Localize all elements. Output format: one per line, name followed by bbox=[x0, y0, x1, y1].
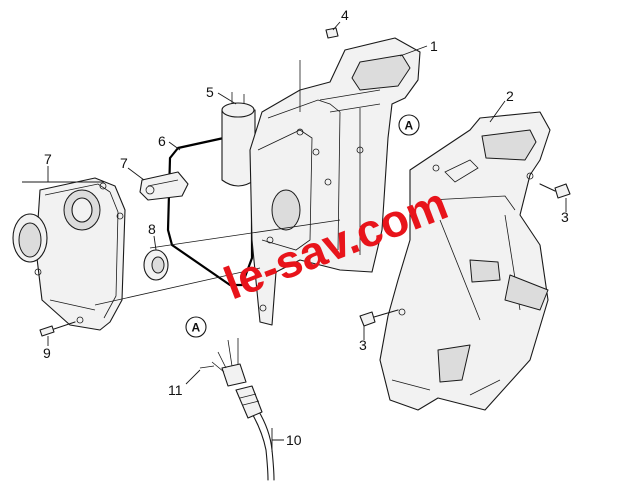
callout-labels: 1 2 3 3 4 5 6 7 7 8 9 10 11 bbox=[43, 7, 569, 448]
part-5-capacitor bbox=[221, 92, 256, 187]
callout-9: 9 bbox=[43, 345, 51, 361]
callout-1: 1 bbox=[430, 38, 438, 54]
callout-4: 4 bbox=[341, 7, 349, 23]
callout-5: 5 bbox=[206, 84, 214, 100]
callout-7-housing: 7 bbox=[44, 151, 52, 167]
callout-11: 11 bbox=[168, 382, 183, 398]
part-9-screw bbox=[39, 321, 76, 337]
part-7-switch bbox=[139, 171, 189, 201]
callout-2: 2 bbox=[506, 88, 514, 104]
part-2-right-housing bbox=[379, 111, 551, 411]
callout-10: 10 bbox=[286, 432, 302, 448]
ref-circle-a-upper: A bbox=[398, 114, 420, 136]
part-8-seal-ring bbox=[143, 249, 169, 281]
part-1-main-frame bbox=[249, 37, 421, 326]
callout-7-switch: 7 bbox=[120, 155, 128, 171]
callout-8: 8 bbox=[148, 221, 156, 237]
callout-6: 6 bbox=[158, 133, 166, 149]
ref-letter: A bbox=[405, 119, 414, 133]
callout-3-upper: 3 bbox=[561, 209, 569, 225]
part-10-power-cable bbox=[235, 385, 275, 481]
ref-circle-a-lower: A bbox=[185, 316, 207, 338]
leader-lines bbox=[22, 21, 567, 452]
part-11-wire-bundle bbox=[199, 338, 247, 387]
callout-3-lower: 3 bbox=[359, 337, 367, 353]
part-4-clip-nut bbox=[325, 27, 339, 39]
part-3-screw-upper bbox=[539, 183, 571, 199]
part-3-screw-lower bbox=[359, 309, 399, 327]
ref-letter: A bbox=[192, 321, 201, 335]
part-7-cover-housing bbox=[12, 177, 126, 331]
